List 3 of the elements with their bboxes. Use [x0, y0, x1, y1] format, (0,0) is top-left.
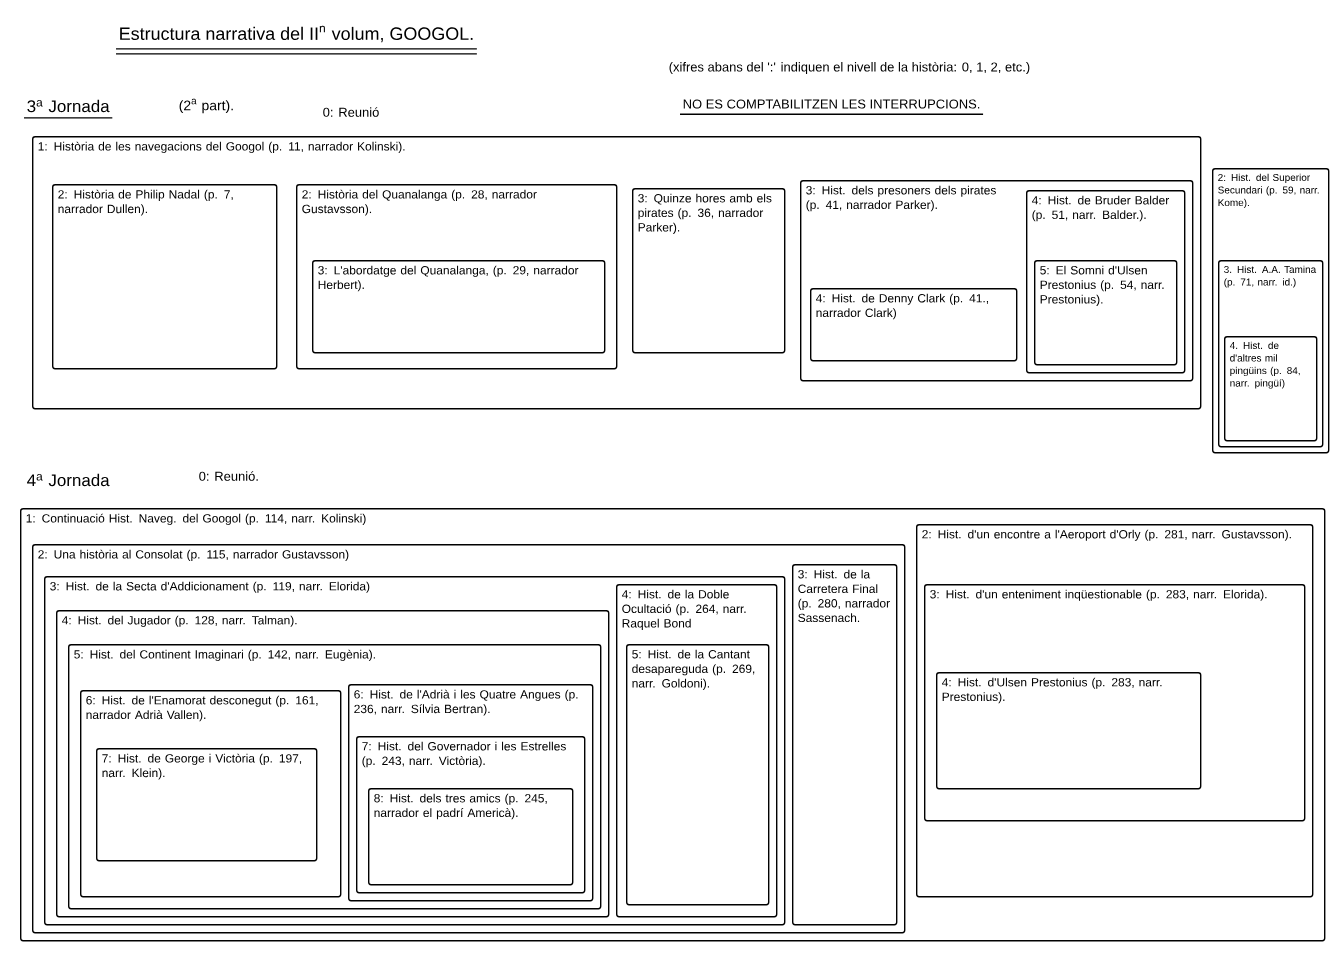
title: Estructura narrativa del II$^{n}$ volum, GOOGOL. [115, 25, 478, 55]
section-heading: 4$^{a}$ Jornada [27, 473, 110, 487]
section-heading: 3$^{a}$ Jornada [23, 99, 113, 119]
